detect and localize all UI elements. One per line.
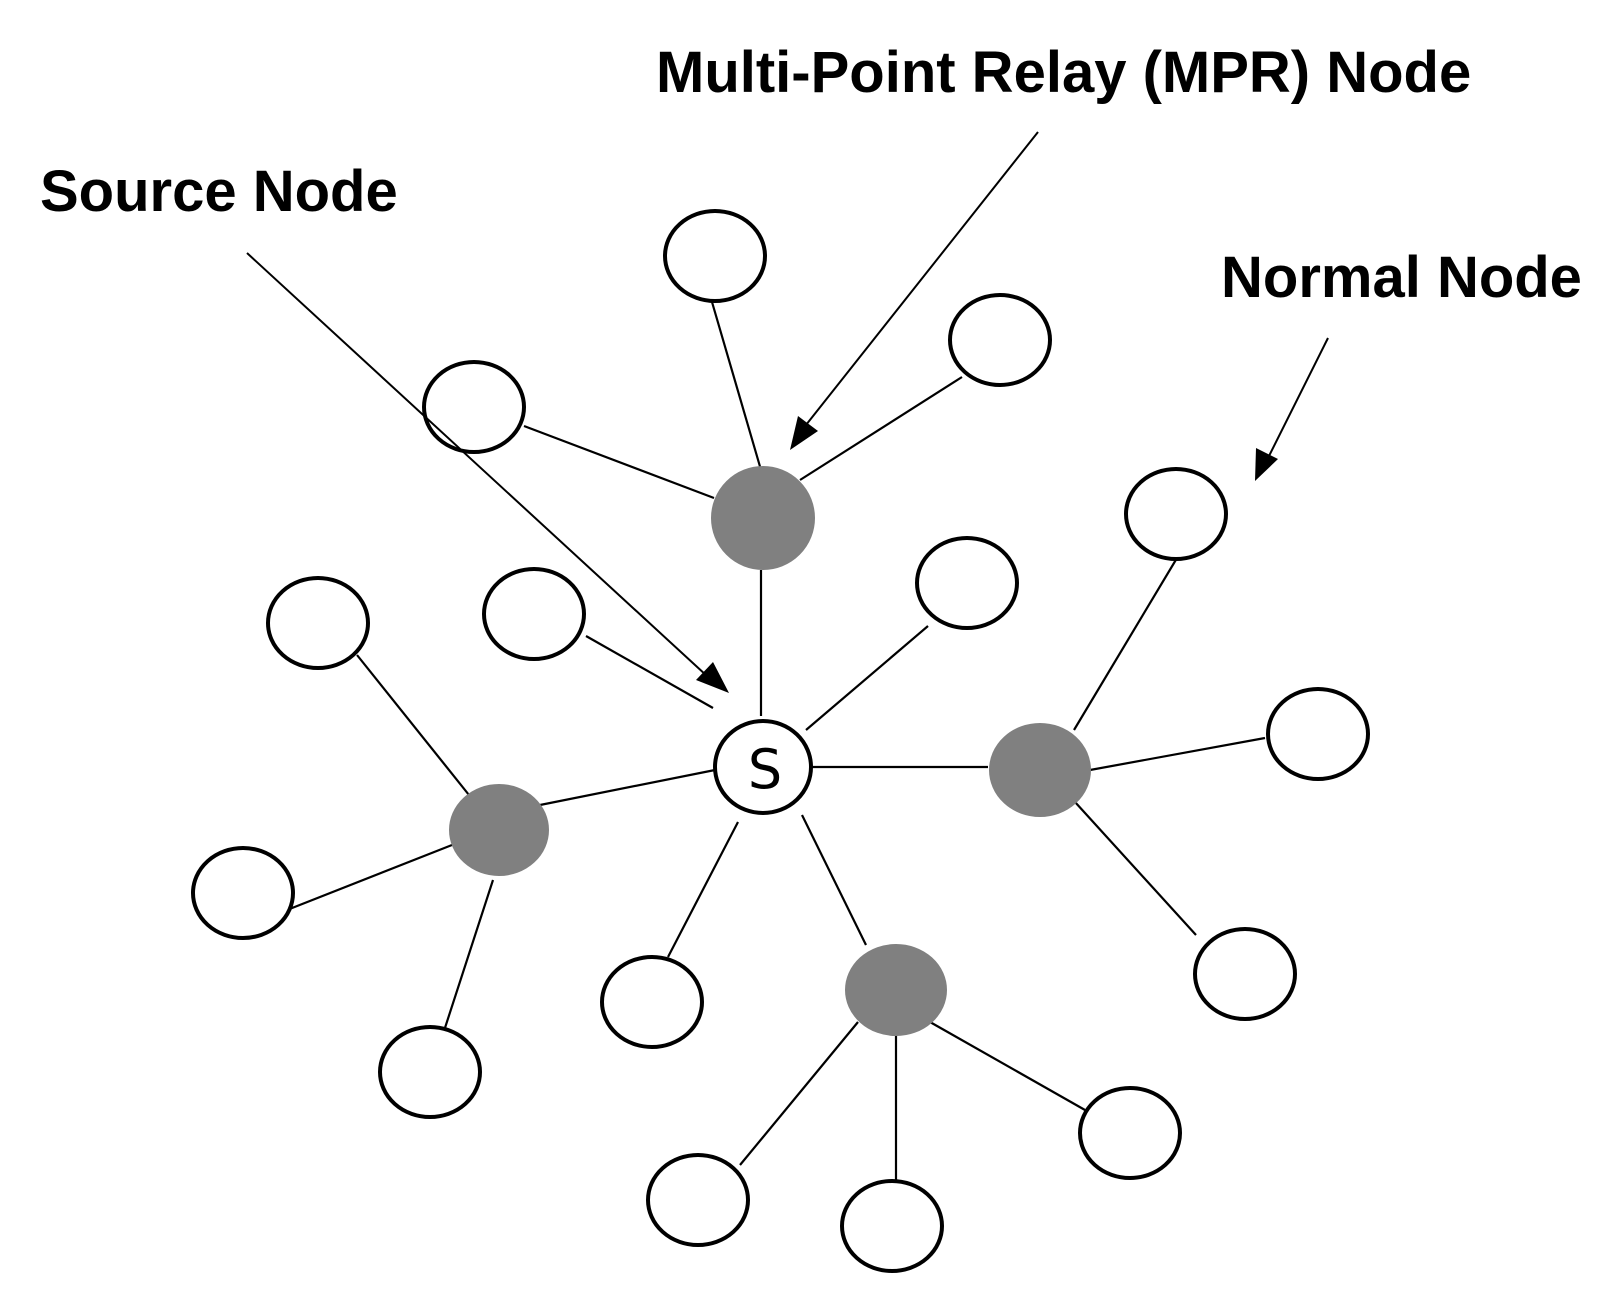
pointer-line-normal: [1267, 337, 1329, 459]
mpr-node: [845, 944, 947, 1036]
normal-node: [840, 1179, 944, 1273]
edge-mpr-top-n2: [523, 424, 715, 500]
edge-mpr-top-n1: [710, 301, 763, 471]
normal-nodes: [191, 209, 1370, 1273]
label-normal-node: Normal Node: [1221, 245, 1582, 310]
normal-node: [482, 567, 586, 661]
normal-node: [1266, 687, 1370, 781]
normal-node: [1193, 927, 1297, 1021]
normal-node: [266, 576, 370, 670]
edge-mpr-right-n1: [1073, 552, 1181, 731]
pointers: [246, 131, 1329, 693]
normal-node: [600, 955, 704, 1049]
edge-source-normal-down: [667, 821, 739, 958]
normal-node: [422, 360, 526, 454]
label-source-node: Source Node: [40, 159, 398, 224]
normal-node: [663, 209, 767, 303]
mpr-node: [989, 723, 1091, 817]
edge-mpr-bottom-n1: [739, 1021, 859, 1166]
normal-node: [915, 536, 1019, 630]
edge-source-normal-upright: [805, 625, 929, 731]
edge-source-mpr-bottom: [801, 814, 867, 946]
mpr-nodes: [449, 466, 1091, 1036]
pointer-line-mpr: [801, 131, 1039, 431]
arrowhead-source: [696, 662, 729, 693]
normal-node: [378, 1025, 482, 1119]
edge-mpr-right-n2: [1089, 736, 1266, 772]
pointer-line-source: [246, 252, 708, 677]
normal-node: [646, 1153, 750, 1247]
edge-source-mpr-left: [539, 768, 716, 807]
label-mpr-node: Multi-Point Relay (MPR) Node: [656, 40, 1471, 105]
normal-node: [1078, 1086, 1182, 1180]
source-node: S: [713, 719, 813, 815]
edge-mpr-left-n2: [286, 843, 453, 912]
source-node-letter: S: [748, 738, 782, 801]
mpr-node: [449, 784, 549, 876]
normal-node: [1124, 467, 1228, 561]
edge-mpr-bottom-n3: [929, 1021, 1086, 1111]
source-node-circle: [713, 719, 813, 815]
labels: Multi-Point Relay (MPR) Node Source Node…: [40, 40, 1582, 310]
edge-mpr-left-n1: [356, 654, 474, 801]
edge-mpr-right-n3: [1074, 801, 1197, 936]
arrowhead-mpr: [790, 416, 818, 450]
arrowhead-normal: [1255, 448, 1278, 481]
edges: [286, 301, 1266, 1185]
mpr-node: [711, 466, 815, 570]
edge-source-normal-upleft: [585, 635, 714, 709]
normal-node: [948, 293, 1052, 387]
edge-mpr-left-n3: [441, 879, 495, 1035]
normal-node: [191, 846, 295, 940]
edge-mpr-top-n3: [799, 376, 963, 481]
